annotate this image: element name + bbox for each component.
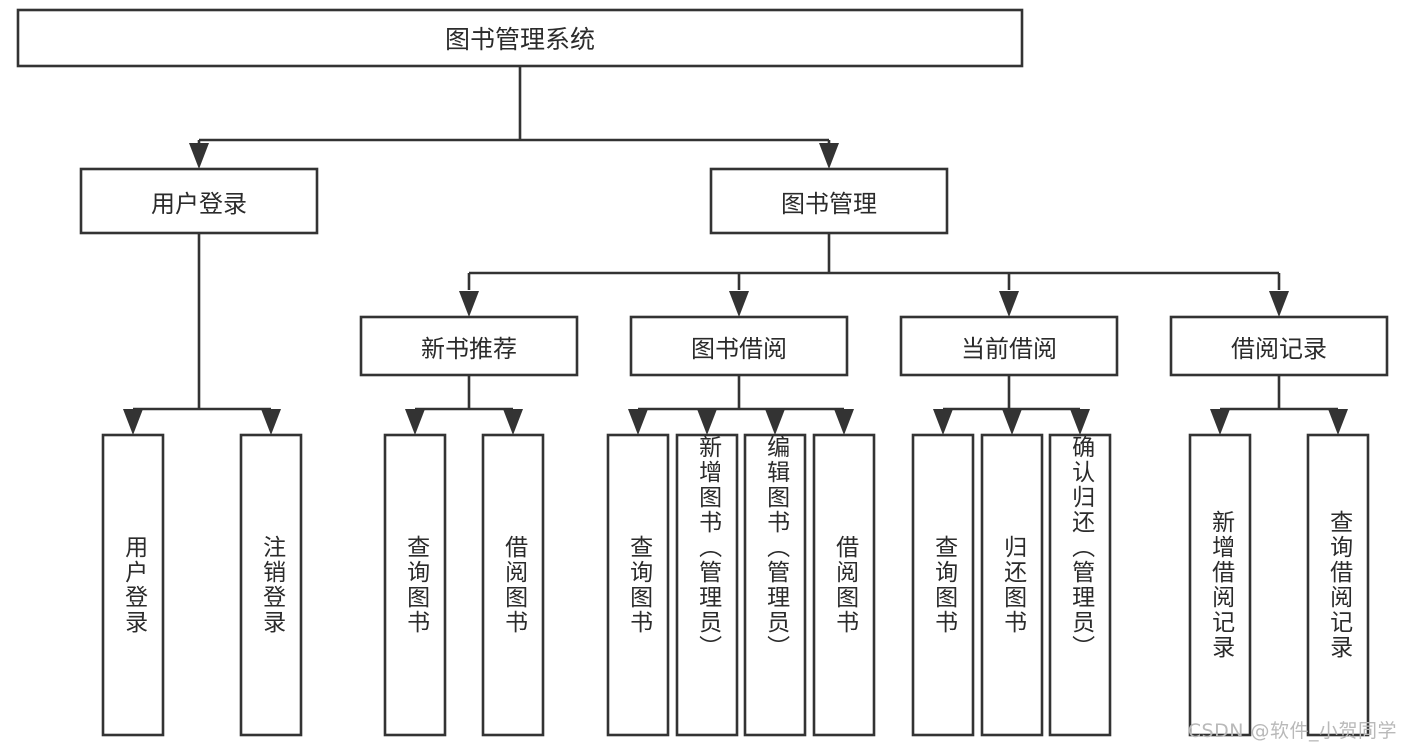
node-box-book-borrow[interactable]: [629, 315, 849, 377]
leaf-box[interactable]: [980, 433, 1044, 737]
arrow-to-book-borrow: [729, 291, 749, 317]
arrow-to-leaf-confirm-return: [1070, 409, 1090, 435]
arrow-to-leaf-query-book-2: [628, 409, 648, 435]
arrow-to-leaf-add-record: [1210, 409, 1230, 435]
arrow-to-borrow-record: [1269, 291, 1289, 317]
leaf-box[interactable]: [383, 433, 447, 737]
arrow-to-new-book-recommend: [459, 291, 479, 317]
leaf-box[interactable]: [911, 433, 975, 737]
node-box-new-book-recommend[interactable]: [359, 315, 579, 377]
arrow-to-leaf-user-logout: [261, 409, 281, 435]
edge-root-bus: [197, 66, 831, 152]
leaf-box[interactable]: [675, 433, 739, 737]
node-box-root[interactable]: [16, 8, 1024, 68]
leaf-box[interactable]: [481, 433, 545, 737]
edge-bookmanage-bus: [467, 233, 1281, 290]
leaf-box[interactable]: [1306, 433, 1370, 737]
leaf-box[interactable]: [239, 433, 303, 737]
arrow-to-leaf-query-record: [1328, 409, 1348, 435]
arrow-to-leaf-return-book: [1002, 409, 1022, 435]
arrow-to-current-borrow: [999, 291, 1019, 317]
arrow-root-to-user-login: [189, 143, 209, 169]
leaf-box[interactable]: [743, 433, 807, 737]
node-box-borrow-record[interactable]: [1169, 315, 1389, 377]
edge-bookborrow-bus: [636, 375, 846, 418]
edge-userlogin-bus: [131, 233, 273, 418]
edge-borrowrecord-bus: [1218, 375, 1340, 418]
leaf-box[interactable]: [606, 433, 670, 737]
leaf-box[interactable]: [812, 433, 876, 737]
arrow-to-leaf-edit-book: [765, 409, 785, 435]
arrow-to-leaf-add-book: [697, 409, 717, 435]
arrow-to-leaf-borrow-book-1: [503, 409, 523, 435]
leaf-box[interactable]: [1188, 433, 1252, 737]
connector-layer: [123, 66, 1348, 435]
csdn-watermark: CSDN @软件_小贺同学: [1187, 720, 1397, 742]
arrow-to-leaf-borrow-book-2: [834, 409, 854, 435]
arrow-to-leaf-query-book-1: [405, 409, 425, 435]
node-box-layer: [16, 8, 1389, 737]
node-box-book-manage[interactable]: [709, 167, 949, 235]
arrow-root-to-book-manage: [819, 143, 839, 169]
leaf-box[interactable]: [101, 433, 165, 737]
arrow-to-leaf-query-book-3: [933, 409, 953, 435]
leaf-box[interactable]: [1048, 433, 1112, 737]
edge-newbook-bus: [413, 375, 515, 418]
node-box-user-login[interactable]: [79, 167, 319, 235]
arrow-to-leaf-user-login: [123, 409, 143, 435]
node-box-current-borrow[interactable]: [899, 315, 1119, 377]
